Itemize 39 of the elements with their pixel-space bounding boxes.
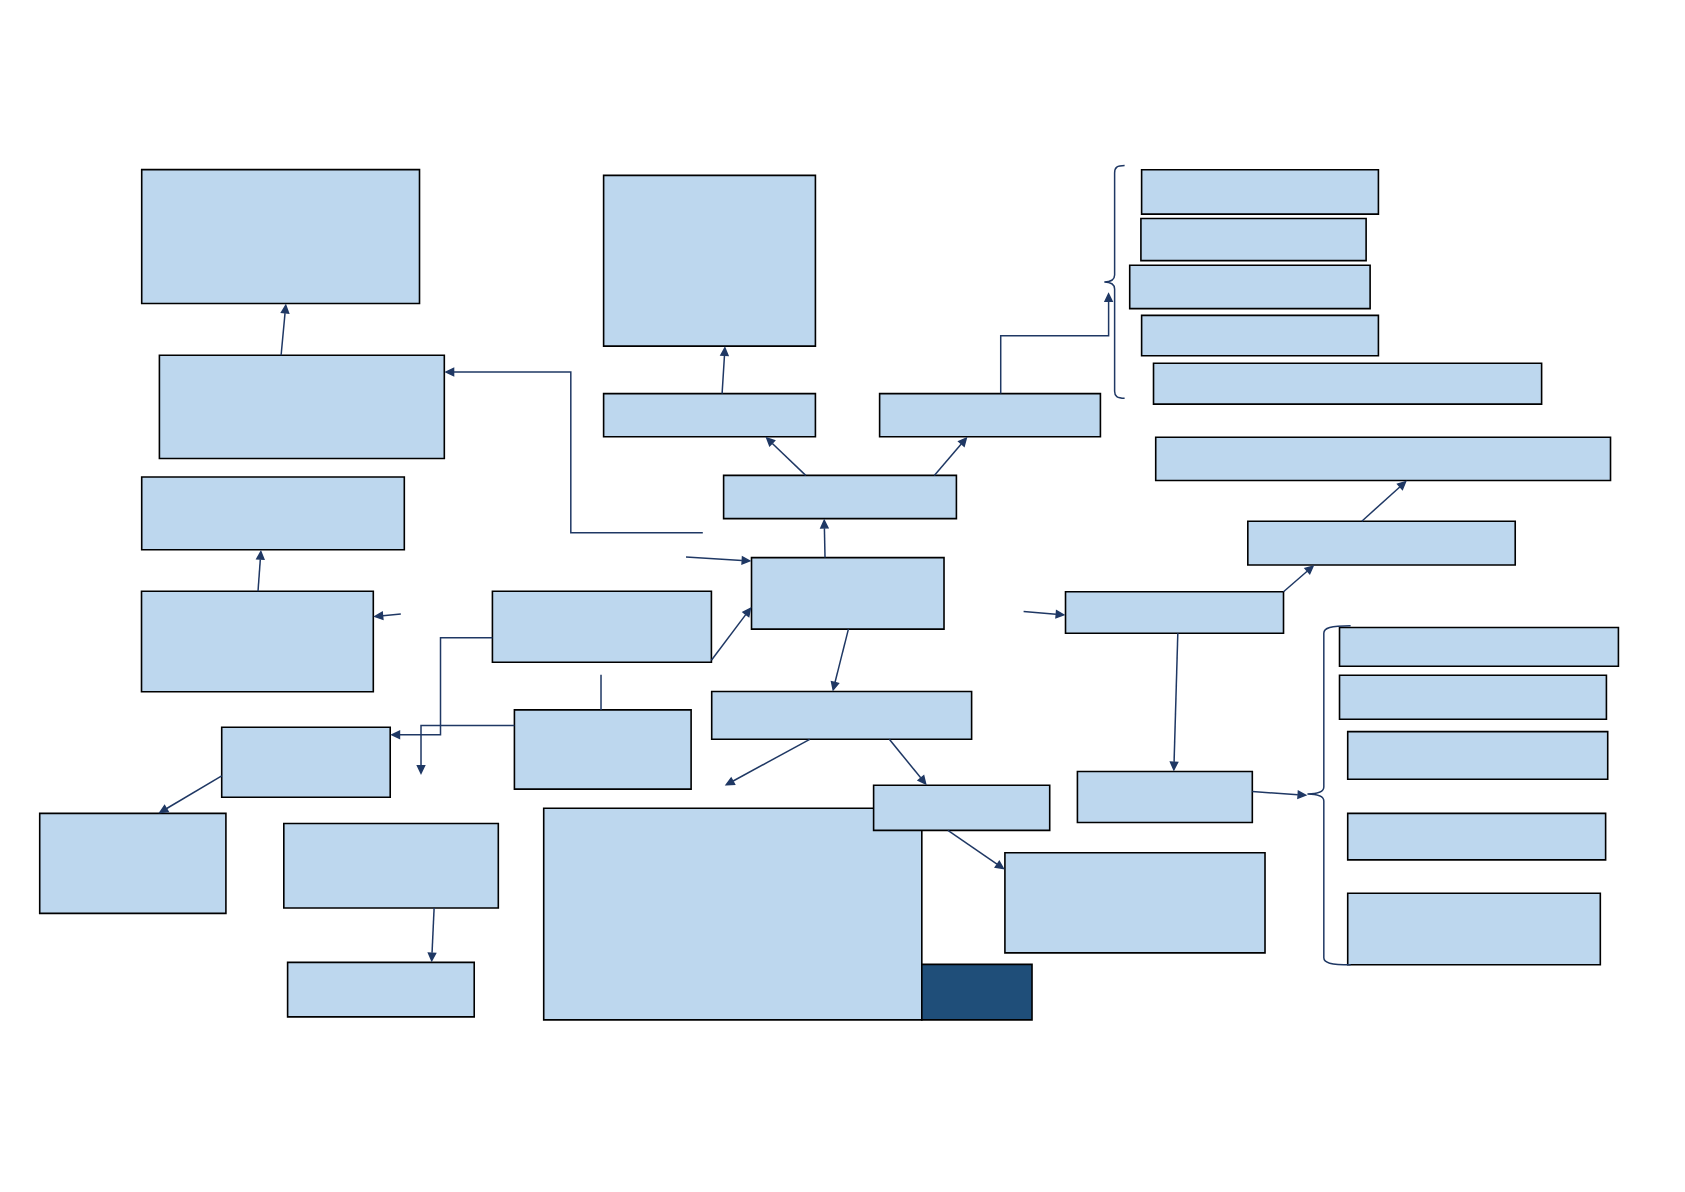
filled-box [921,963,1033,1021]
concept-box [602,392,817,438]
concept-box [1140,169,1380,215]
arrow [947,829,1005,870]
concept-box [1346,892,1602,966]
concept-box [513,709,692,790]
concept-box [710,690,973,741]
concept-box [872,784,1051,832]
concept-box [1247,520,1516,566]
concept-box [1076,770,1254,824]
concept-box [1152,362,1543,405]
curly-brace [1103,164,1126,400]
concept-box [38,812,227,915]
concept-box [1128,264,1371,310]
concept-box [878,392,1102,438]
concept-box [1154,436,1612,482]
arrow [1361,480,1407,522]
concept-box [1346,730,1609,781]
concept-box [1140,217,1367,262]
concept-box [140,590,375,693]
concept-box [220,726,391,799]
concept-box [286,961,475,1018]
concept-box [542,807,923,1021]
concept-box [750,556,945,630]
concept-box [283,822,500,909]
concept-box [1346,812,1607,861]
concept-box [722,474,958,520]
concept-box [140,476,406,551]
concept-box [140,168,421,305]
concept-box [491,590,713,663]
concept-box [158,354,446,460]
connector-line [600,673,602,711]
curly-brace [1306,625,1352,966]
concept-box [1338,674,1608,720]
concept-box [1004,851,1266,954]
concept-box [1140,314,1380,357]
concept-box [1338,626,1620,667]
concept-box [1064,590,1285,634]
concept-box [602,174,817,347]
